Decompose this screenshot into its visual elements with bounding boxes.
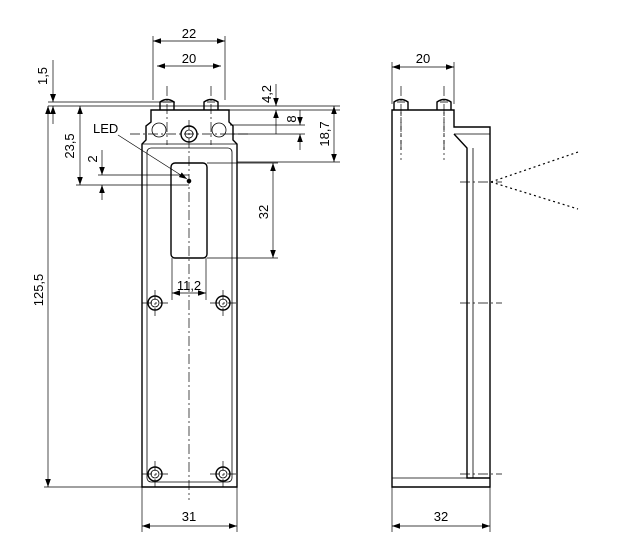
dim-4-2: 4,2: [259, 84, 279, 134]
dim-23-5: 23,5: [62, 106, 83, 185]
dim-31-label: 31: [182, 509, 196, 524]
side-housing-outline: [391, 109, 491, 488]
dim-8: 8: [284, 110, 303, 150]
dim-31: 31: [141, 487, 238, 532]
dim-11-2-label: 11,2: [177, 278, 201, 293]
led-callout: LED: [93, 121, 188, 180]
front-inner-panel: [146, 147, 233, 483]
dim-8-label: 8: [284, 115, 299, 122]
dim-1-5-label: 1,5: [35, 67, 50, 85]
dim-18-7: 18,7: [317, 106, 337, 162]
dim-125-5: 125,5: [31, 106, 51, 487]
dim-32-window: 32: [256, 163, 276, 258]
dim-32-side: 32: [391, 487, 491, 532]
screw-middle-right: [210, 290, 236, 316]
dim-32-side-label: 32: [434, 509, 448, 524]
dim-20-front: 20: [157, 51, 221, 69]
dim-11-2: 11,2: [171, 258, 207, 300]
screw-middle-left: [142, 290, 168, 316]
light-beam-upper: [490, 151, 579, 183]
light-beam-lower: [490, 181, 579, 210]
led-label: LED: [93, 121, 118, 136]
screw-bottom-right: [210, 461, 236, 487]
dim-20-side: 20: [391, 51, 455, 104]
dim-2-label: 2: [85, 155, 100, 162]
dim-2: 2: [85, 150, 105, 200]
front-view: 22 20 1,5 125,5: [31, 26, 340, 532]
dim-20-side-label: 20: [416, 51, 430, 66]
dim-23-5-label: 23,5: [62, 133, 77, 158]
dim-20-front-label: 20: [182, 51, 196, 66]
dim-1-5: 1,5: [35, 60, 56, 124]
dim-22: 22: [152, 26, 226, 100]
dim-4-2-label: 4,2: [259, 85, 274, 103]
dim-22-label: 22: [182, 26, 196, 41]
screw-bottom-left: [142, 461, 168, 487]
dim-32-window-label: 32: [256, 205, 271, 219]
side-view: 20 32: [391, 51, 579, 532]
side-front-plate: [453, 133, 490, 479]
dim-18-7-label: 18,7: [317, 121, 332, 146]
dim-125-5-label: 125,5: [31, 274, 46, 307]
